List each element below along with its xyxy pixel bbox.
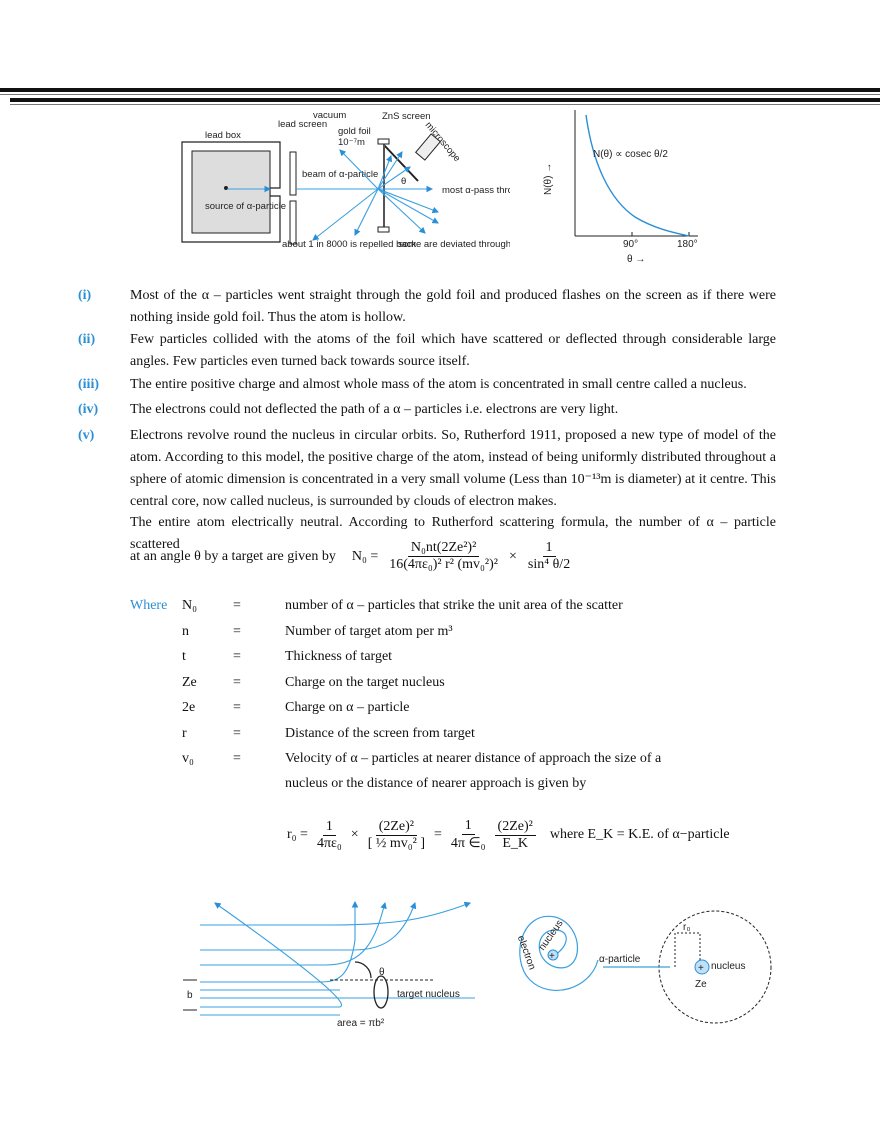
definition-eq: = — [233, 674, 241, 690]
definition-desc: Charge on α – particle — [285, 700, 410, 715]
definition-sym: r — [182, 725, 187, 741]
item-text: Electrons revolve round the nucleus in c… — [130, 428, 776, 509]
definition-desc: Distance of the screen from target — [285, 725, 475, 741]
target-label: target nucleus — [397, 989, 460, 1000]
definition-eq: = — [233, 649, 241, 664]
source-label: source of α-particle — [205, 201, 286, 212]
list-item: (ii) Few particles collided with the atom… — [78, 329, 776, 373]
graph-xtick: 180° — [677, 239, 698, 250]
n-theta-curve — [585, 114, 690, 237]
n-theta-graph: N(θ) ∝ cosec θ/2 N(θ) → 90° 180° θ → — [543, 110, 698, 265]
where-label: Where — [130, 598, 168, 613]
definition-sym: Ze — [182, 674, 197, 690]
formula-where: where E_K = K.E. of α−particle — [549, 827, 730, 842]
item-text: Most of the α – particles went straight … — [130, 288, 776, 325]
times-sign: × — [350, 827, 359, 842]
area-label: area = πb² — [337, 1018, 385, 1029]
formula-denominator: 16(4πε₀)² r² (mv₀²)² — [389, 557, 498, 572]
formula-lhs: N₀ = — [351, 548, 379, 564]
definition-eq: = — [233, 623, 241, 639]
paragraph: The entire atom electrically neutral. Ac… — [130, 515, 776, 552]
item-text: The electrons could not deflected the pa… — [130, 402, 619, 417]
item-text: The entire positive charge and almost wh… — [130, 377, 747, 392]
alpha-label: α-particle — [599, 954, 641, 965]
formula-denominator: E_K — [502, 835, 529, 851]
atom-model-diagram: + nucleus electron + α-particle r₀ nucle… — [515, 910, 772, 1024]
plus-sign: + — [549, 951, 555, 962]
item-label: (i) — [78, 288, 92, 303]
formula-lead: at an angle θ by a target are given by — [130, 548, 336, 564]
r0-label: r₀ — [683, 922, 690, 933]
list-item: (i) Most of the α – particles went straig… — [78, 285, 776, 329]
definition-eq: = — [233, 598, 241, 613]
item-text: Few particles collided with the atoms of… — [130, 332, 776, 369]
zns-screen-label: ZnS screen — [382, 111, 431, 122]
item-label: (ii) — [78, 332, 96, 347]
formula-denominator: [ ½ mv₀² ] — [367, 835, 425, 851]
definition-desc: Charge on the target nucleus — [285, 674, 445, 690]
formula-numerator: 1 — [322, 819, 336, 836]
definition-eq: = — [233, 751, 241, 766]
list-item: (iii) The entire positive charge and almo… — [78, 374, 776, 396]
definition-desc: Number of target atom per m³ — [285, 623, 453, 639]
formula-numerator: (2Ze)² — [375, 819, 417, 836]
graph-xlabel: θ → — [627, 254, 645, 265]
header-rule — [0, 88, 880, 92]
formula-numerator: N₀nt(2Ze²)² — [407, 540, 480, 557]
formula-lhs: r₀ = — [287, 827, 308, 842]
formula-denominator: 4πε₀ — [316, 835, 342, 851]
plus-sign: + — [698, 963, 704, 974]
lead-box-label: lead box — [205, 130, 241, 141]
gold-foil-thickness: 10⁻⁷m — [338, 137, 365, 148]
definition-sym: v₀ — [182, 751, 194, 766]
gold-foil-label: gold foil — [338, 126, 371, 137]
equals-sign: = — [433, 827, 442, 842]
formula-denominator: sin⁴ θ/2 — [527, 557, 571, 572]
definition-desc: Velocity of α – particles at nearer dist… — [285, 751, 662, 766]
formula-numerator: (2Ze)² — [494, 819, 536, 836]
beam-label: beam of α-particle — [302, 169, 378, 180]
graph-xtick: 90° — [623, 239, 638, 250]
most-pass-label: most α-pass through — [442, 185, 510, 196]
vacuum-label: vacuum — [313, 110, 346, 121]
item-label: (v) — [78, 428, 95, 443]
formula-numerator: 1 — [542, 540, 556, 557]
definition-continuation: nucleus or the distance of nearer approa… — [285, 776, 587, 791]
header-rule — [10, 104, 880, 105]
nucleus-label: nucleus — [537, 918, 566, 953]
repelled-label: about 1 in 8000 is repelled back — [282, 239, 416, 250]
graph-relation: N(θ) ∝ cosec θ/2 — [593, 149, 668, 160]
definition-eq: = — [233, 725, 241, 741]
item-label: (iii) — [78, 377, 99, 392]
formula-denominator: 4π ∈₀ — [450, 836, 486, 851]
item-label: (iv) — [78, 402, 99, 417]
scattering-apparatus-diagram: lead box source of α-particle lead scree… — [181, 110, 510, 250]
graph-ylabel: N(θ) → — [543, 163, 554, 195]
theta-label: θ — [401, 176, 406, 187]
nucleus-label: nucleus — [711, 961, 745, 972]
definition-desc: number of α – particles that strike the … — [285, 598, 623, 613]
definition-sym: 2e — [182, 700, 196, 715]
impact-parameter-diagram: θ b target nucleus area = πb² — [183, 900, 475, 1029]
ze-label: Ze — [695, 979, 707, 990]
scattering-formula: at an angle θ by a target are given by N… — [130, 540, 573, 573]
list-item: (iv) The electrons could not deflected th… — [78, 399, 776, 421]
times-sign: × — [508, 548, 517, 564]
definition-sym: n — [182, 623, 189, 639]
definition-sym: t — [182, 649, 186, 664]
header-rule — [10, 98, 880, 102]
formula-numerator: 1 — [461, 818, 475, 835]
header-rule — [0, 94, 880, 95]
definition-eq: = — [233, 700, 241, 715]
theta-label: θ — [379, 967, 385, 978]
deviated-label: some are deviated through large angle θ — [398, 239, 510, 250]
definition-desc: Thickness of target — [285, 649, 393, 664]
lead-screen-label: lead screen — [278, 119, 327, 130]
electron-label: electron — [515, 934, 538, 971]
b-label: b — [187, 990, 193, 1001]
definition-sym: N₀ — [182, 598, 197, 613]
list-item: (v) Electrons revolve round the nucleus i… — [78, 425, 776, 513]
